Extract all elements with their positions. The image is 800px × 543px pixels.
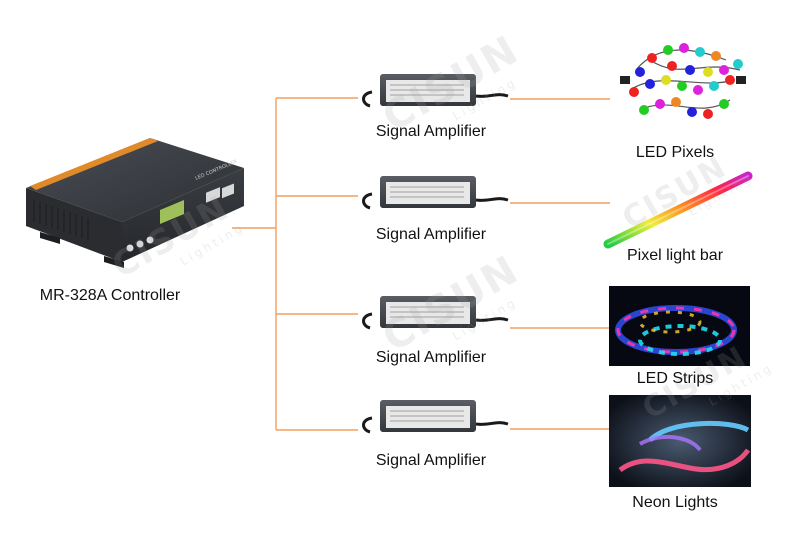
output-label-pixel-light-bar: Pixel light bar [626,247,724,264]
controller-device: LED CONTROLLER [26,138,244,268]
amplifier-label-2: Signal Amplifier [375,226,487,243]
amplifier-device-2 [362,176,509,210]
led-strips-image [609,286,750,366]
controller-lcd [160,200,184,224]
amplifier-device-4 [362,400,509,434]
amplifier-device-1 [362,74,509,108]
amplifier-label-3: Signal Amplifier [375,349,487,366]
pixel-light-bar-image [603,171,753,249]
amplifier-label-1: Signal Amplifier [375,123,487,140]
connector-lines [232,97,610,431]
output-label-led-pixels: LED Pixels [635,144,715,161]
amplifier-device-3 [362,296,509,330]
amplifier-label-4: Signal Amplifier [375,452,487,469]
controller-label: MR-328A Controller [39,287,181,304]
output-label-led-strips: LED Strips [636,370,714,387]
led-pixels-image [620,43,746,119]
neon-lights-image [609,395,751,487]
output-label-neon-lights: Neon Lights [632,494,718,511]
